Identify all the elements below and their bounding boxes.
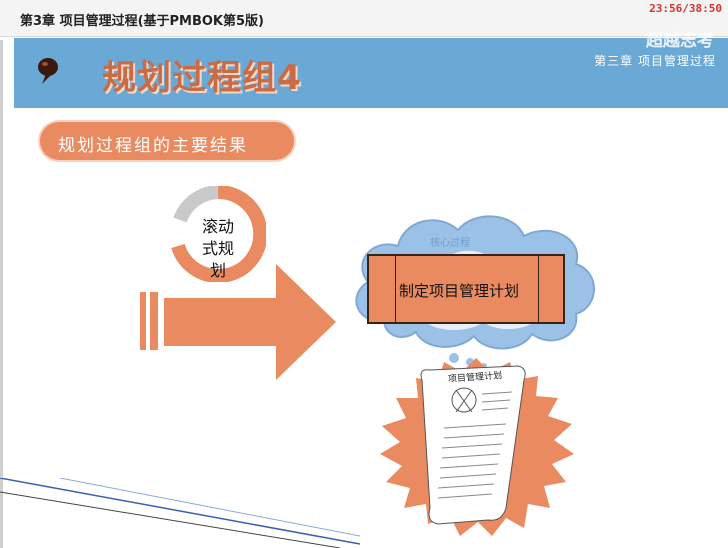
- core-process-caption: 核心过程: [430, 238, 470, 249]
- brand-watermark: 超越志考: [646, 31, 714, 51]
- chapter-label: 第三章 项目管理过程: [594, 54, 716, 68]
- develop-plan-label: 制定项目管理计划: [399, 282, 520, 300]
- playback-timer: 23:56/38:50: [649, 2, 722, 15]
- main-results-label: 规划过程组的主要结果: [58, 136, 248, 156]
- develop-plan-box: 制定项目管理计划: [367, 254, 565, 324]
- main-results-pill: 规划过程组的主要结果: [40, 122, 294, 160]
- rolling-line: 式规: [201, 239, 234, 258]
- box-divider: [395, 256, 396, 322]
- rolling-line: 划: [209, 261, 226, 280]
- plan-document-scroll: [380, 358, 574, 536]
- rolling-line: 滚动: [201, 217, 234, 236]
- slide-left-edge: [0, 40, 3, 548]
- slide-banner: 规划过程组4 超越志考 第三章 项目管理过程: [14, 31, 728, 108]
- pushpin-icon: [38, 58, 58, 84]
- decorative-diagonal-lines: [0, 478, 360, 548]
- rolling-cycle-icon: [171, 186, 266, 282]
- slide-title: 规划过程组4: [102, 58, 302, 98]
- title-bar: 第3章 项目管理过程(基于PMBOK第5版) 23:56/38:50: [0, 0, 728, 37]
- box-divider: [538, 256, 539, 322]
- document-title: 第3章 项目管理过程(基于PMBOK第5版): [20, 14, 264, 29]
- rolling-planning-text: 滚动 式规 划: [190, 216, 246, 282]
- process-arrow: [140, 264, 336, 380]
